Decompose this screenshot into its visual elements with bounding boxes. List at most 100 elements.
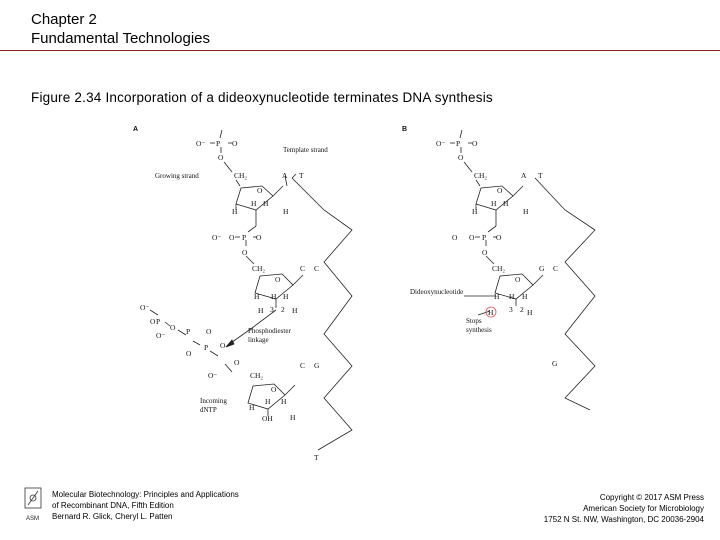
svg-text:CH₂: CH₂	[474, 171, 487, 180]
figure-title: Figure 2.34 Incorporation of a dideoxynu…	[31, 90, 493, 105]
b-base-right-2: C	[553, 264, 558, 273]
chapter-label: Chapter 2	[31, 11, 97, 28]
svg-text:O⁻: O⁻	[196, 139, 205, 148]
svg-text:O: O	[256, 233, 262, 242]
svg-text:O: O	[515, 275, 521, 284]
svg-text:H: H	[523, 207, 529, 216]
book-title-line-1: Molecular Biotechnology: Principles and …	[52, 490, 239, 499]
copyright-line-3: 1752 N St. NW, Washington, DC 20036-2904	[543, 515, 704, 524]
svg-text:O: O	[482, 248, 488, 257]
a-base-left-1: A	[282, 171, 288, 180]
svg-text:O: O	[170, 323, 176, 332]
svg-text:P: P	[216, 139, 220, 148]
svg-text:O: O	[229, 233, 235, 242]
copyright-line-2: American Society for Microbiology	[583, 504, 704, 513]
b-template-strand	[534, 177, 596, 411]
a-base-left-2: C	[300, 264, 305, 273]
svg-text:CH₂: CH₂	[250, 371, 263, 380]
a-sugar-1	[235, 185, 274, 211]
svg-text:H: H	[258, 306, 264, 315]
svg-text:H: H	[292, 306, 298, 315]
b-sugar-1	[475, 185, 514, 211]
stops-label-2: synthesis	[466, 326, 492, 334]
svg-text:O: O	[257, 186, 263, 195]
svg-text:H: H	[271, 292, 277, 301]
svg-text:H: H	[232, 207, 238, 216]
a-template-strand	[291, 177, 353, 451]
svg-text:O: O	[458, 153, 464, 162]
svg-text:O: O	[218, 153, 224, 162]
svg-text:H: H	[494, 292, 500, 301]
svg-text:H: H	[263, 199, 269, 208]
b-base-left-2: G	[539, 264, 545, 273]
svg-text:O: O	[234, 358, 240, 367]
svg-text:O: O	[496, 233, 502, 242]
a-sugar-3	[247, 383, 286, 410]
svg-text:O⁻: O⁻	[212, 233, 221, 242]
svg-text:H: H	[522, 292, 528, 301]
svg-text:P: P	[156, 317, 160, 326]
svg-text:O: O	[206, 327, 212, 336]
svg-text:H: H	[509, 292, 515, 301]
svg-text:H: H	[290, 413, 296, 422]
b-base-right-1: T	[538, 171, 543, 180]
svg-text:P: P	[186, 327, 190, 336]
a-base-right-1: T	[299, 171, 304, 180]
svg-text:2: 2	[281, 305, 285, 314]
svg-text:H: H	[491, 199, 497, 208]
book-title-line-2: of Recombinant DNA, Fifth Edition	[52, 501, 174, 510]
svg-text:CH₂: CH₂	[492, 264, 505, 273]
b-sugar-2	[494, 273, 534, 300]
b-stop-highlight	[485, 306, 497, 318]
svg-text:O⁻: O⁻	[208, 371, 217, 380]
svg-text:P: P	[482, 233, 486, 242]
footer-book-info: Molecular Biotechnology: Principles and …	[52, 489, 239, 522]
incoming-label-1: Incoming	[200, 397, 227, 405]
svg-text:O: O	[242, 248, 248, 257]
svg-text:O: O	[271, 385, 277, 394]
a-bottom-base: T	[314, 453, 319, 462]
svg-text:O: O	[186, 349, 192, 358]
dideoxynucleotide-label: Dideoxynucleotide	[410, 288, 463, 296]
svg-text:H: H	[254, 292, 260, 301]
a-base-right-2: C	[314, 264, 319, 273]
svg-text:3: 3	[509, 305, 513, 314]
slide-header: Chapter 2 Fundamental Technologies	[31, 10, 711, 48]
panel-a-label: A	[133, 126, 138, 133]
stops-label-1: Stops	[466, 317, 482, 325]
svg-text:O: O	[232, 139, 238, 148]
svg-text:O: O	[452, 233, 458, 242]
phosphodiester-label-2: linkage	[248, 336, 269, 344]
phosphodiester-label-1: Phosphodiester	[248, 327, 291, 335]
a-sugar-2	[254, 273, 294, 300]
svg-text:CH₂: CH₂	[252, 264, 265, 273]
asm-logo-text: ASM	[26, 516, 39, 522]
svg-text:H: H	[503, 199, 509, 208]
svg-text:H: H	[265, 397, 271, 406]
svg-text:2: 2	[520, 305, 524, 314]
chapter-title: Fundamental Technologies	[31, 30, 211, 47]
svg-text:P: P	[204, 343, 208, 352]
svg-text:H: H	[251, 199, 257, 208]
svg-text:H: H	[283, 207, 289, 216]
svg-text:O: O	[469, 233, 475, 242]
footer-copyright: Copyright © 2017 ASM Press American Soci…	[544, 492, 704, 525]
svg-text:H: H	[527, 308, 533, 317]
svg-text:O: O	[150, 317, 156, 326]
b-bottom-base: G	[552, 359, 558, 368]
svg-text:CH₂: CH₂	[234, 171, 247, 180]
a-oh-group: OH	[262, 414, 273, 423]
header-divider	[0, 50, 720, 51]
svg-text:P: P	[456, 139, 460, 148]
template-strand-label: Template strand	[283, 146, 328, 154]
a-base-left-3: C	[300, 361, 305, 370]
svg-text:H: H	[283, 292, 289, 301]
svg-text:H: H	[281, 397, 287, 406]
svg-text:O: O	[275, 275, 281, 284]
svg-text:O: O	[220, 341, 226, 350]
growing-strand-label: Growing strand	[155, 172, 199, 180]
b-base-left-1: A	[521, 171, 527, 180]
book-authors: Bernard R. Glick, Cheryl L. Patten	[52, 512, 173, 521]
a-top-bond	[219, 129, 223, 139]
